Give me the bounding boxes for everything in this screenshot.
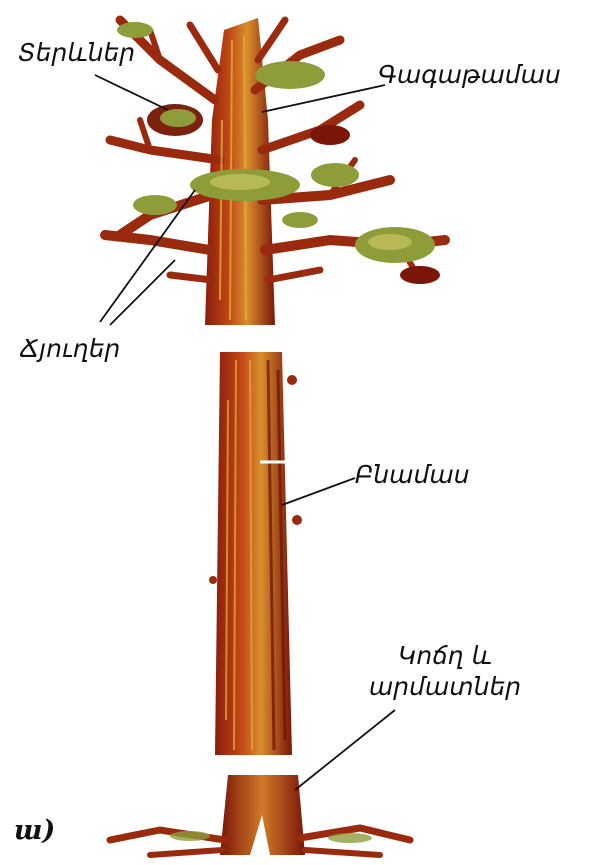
label-branches: Ճյուղեր	[20, 336, 120, 361]
label-crown: Գագաթամաս	[378, 62, 561, 87]
stump-body	[220, 775, 305, 855]
panel-label: ա)	[14, 815, 55, 846]
label-stump-line1: Կոճղ և	[340, 640, 550, 671]
label-stump-roots: Կոճղ և արմատներ	[340, 640, 550, 703]
stump-section	[110, 775, 410, 855]
trunk-section	[209, 352, 302, 755]
leader-crown	[262, 85, 385, 112]
label-stump-line2: արմատներ	[340, 671, 550, 702]
label-trunk: Բնամաս	[355, 462, 470, 487]
leader-trunk	[282, 478, 355, 505]
leader-stump	[295, 710, 395, 790]
label-leaves: Տերևներ	[18, 40, 135, 65]
leader-branches-b	[110, 260, 175, 325]
leader-leaves	[95, 75, 168, 110]
